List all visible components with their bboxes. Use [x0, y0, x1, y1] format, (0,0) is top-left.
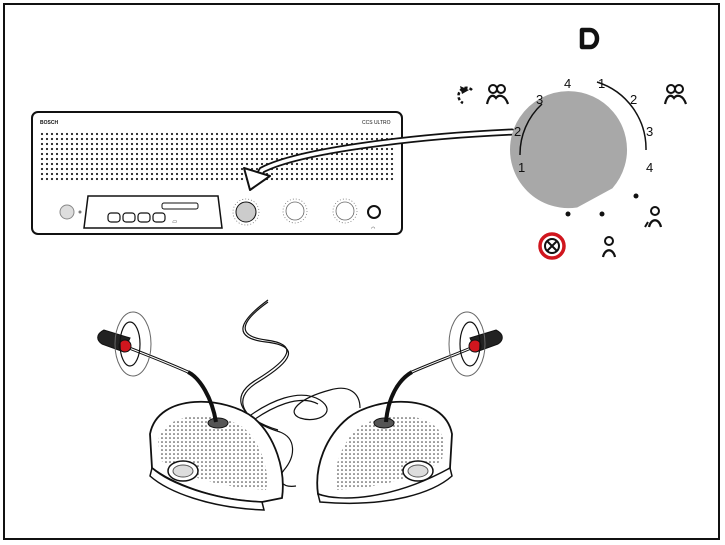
callout-arrow: [243, 128, 516, 191]
position-dot: [633, 193, 639, 199]
control-unit: BOSCH CCS ULTRO ▭: [31, 111, 403, 235]
override-group-icon: [663, 84, 688, 105]
position-dot: [565, 211, 571, 217]
right-scale-2: 2: [630, 92, 637, 107]
svg-text:◠: ◠: [371, 226, 376, 232]
volume-knob-1: [282, 198, 308, 224]
tape-slot: [161, 202, 199, 210]
right-scale-1: 1: [598, 76, 605, 91]
mode-knob: [232, 198, 260, 226]
diagram-frame: [3, 3, 720, 540]
left-scale-1: 1: [518, 160, 525, 175]
push-to-talk-speaker-icon: [644, 206, 663, 228]
mute-off-icon: [538, 232, 566, 260]
mode-dial: 1 2 3 4 1 2 3 4: [457, 27, 688, 260]
dial-knob: [510, 91, 627, 209]
cassette-panel: [83, 195, 223, 229]
volume-knob-2: [332, 198, 358, 224]
transport-buttons: [107, 212, 166, 223]
right-scale-3: 3: [646, 124, 653, 139]
left-scale-3: 3: [536, 92, 543, 107]
right-scale-4: 4: [646, 160, 653, 175]
single-speaker-icon: [601, 236, 617, 258]
position-dot: [599, 211, 605, 217]
delegate-unit-left: [97, 311, 284, 511]
headphone-socket-icon: [367, 205, 381, 219]
lower-panel: ▭ ◠: [59, 195, 381, 232]
svg-text:▭: ▭: [172, 219, 177, 225]
left-scale-arc: [519, 103, 543, 156]
open-mode-group-icon: [457, 84, 510, 105]
left-scale-4: 4: [564, 76, 571, 91]
right-mic-led-icon: [468, 339, 482, 353]
speaker-grille: [40, 132, 394, 181]
left-mic-led-icon: [118, 339, 132, 353]
left-scale-2: 2: [514, 124, 521, 139]
unit-model: CCS ULTRO: [362, 120, 391, 126]
delegate-unit-right: [316, 311, 503, 505]
power-symbol-icon: [579, 27, 600, 50]
power-indicator-icon: [59, 204, 75, 220]
unit-brand: BOSCH: [40, 120, 58, 126]
right-scale-arc: [596, 81, 647, 151]
